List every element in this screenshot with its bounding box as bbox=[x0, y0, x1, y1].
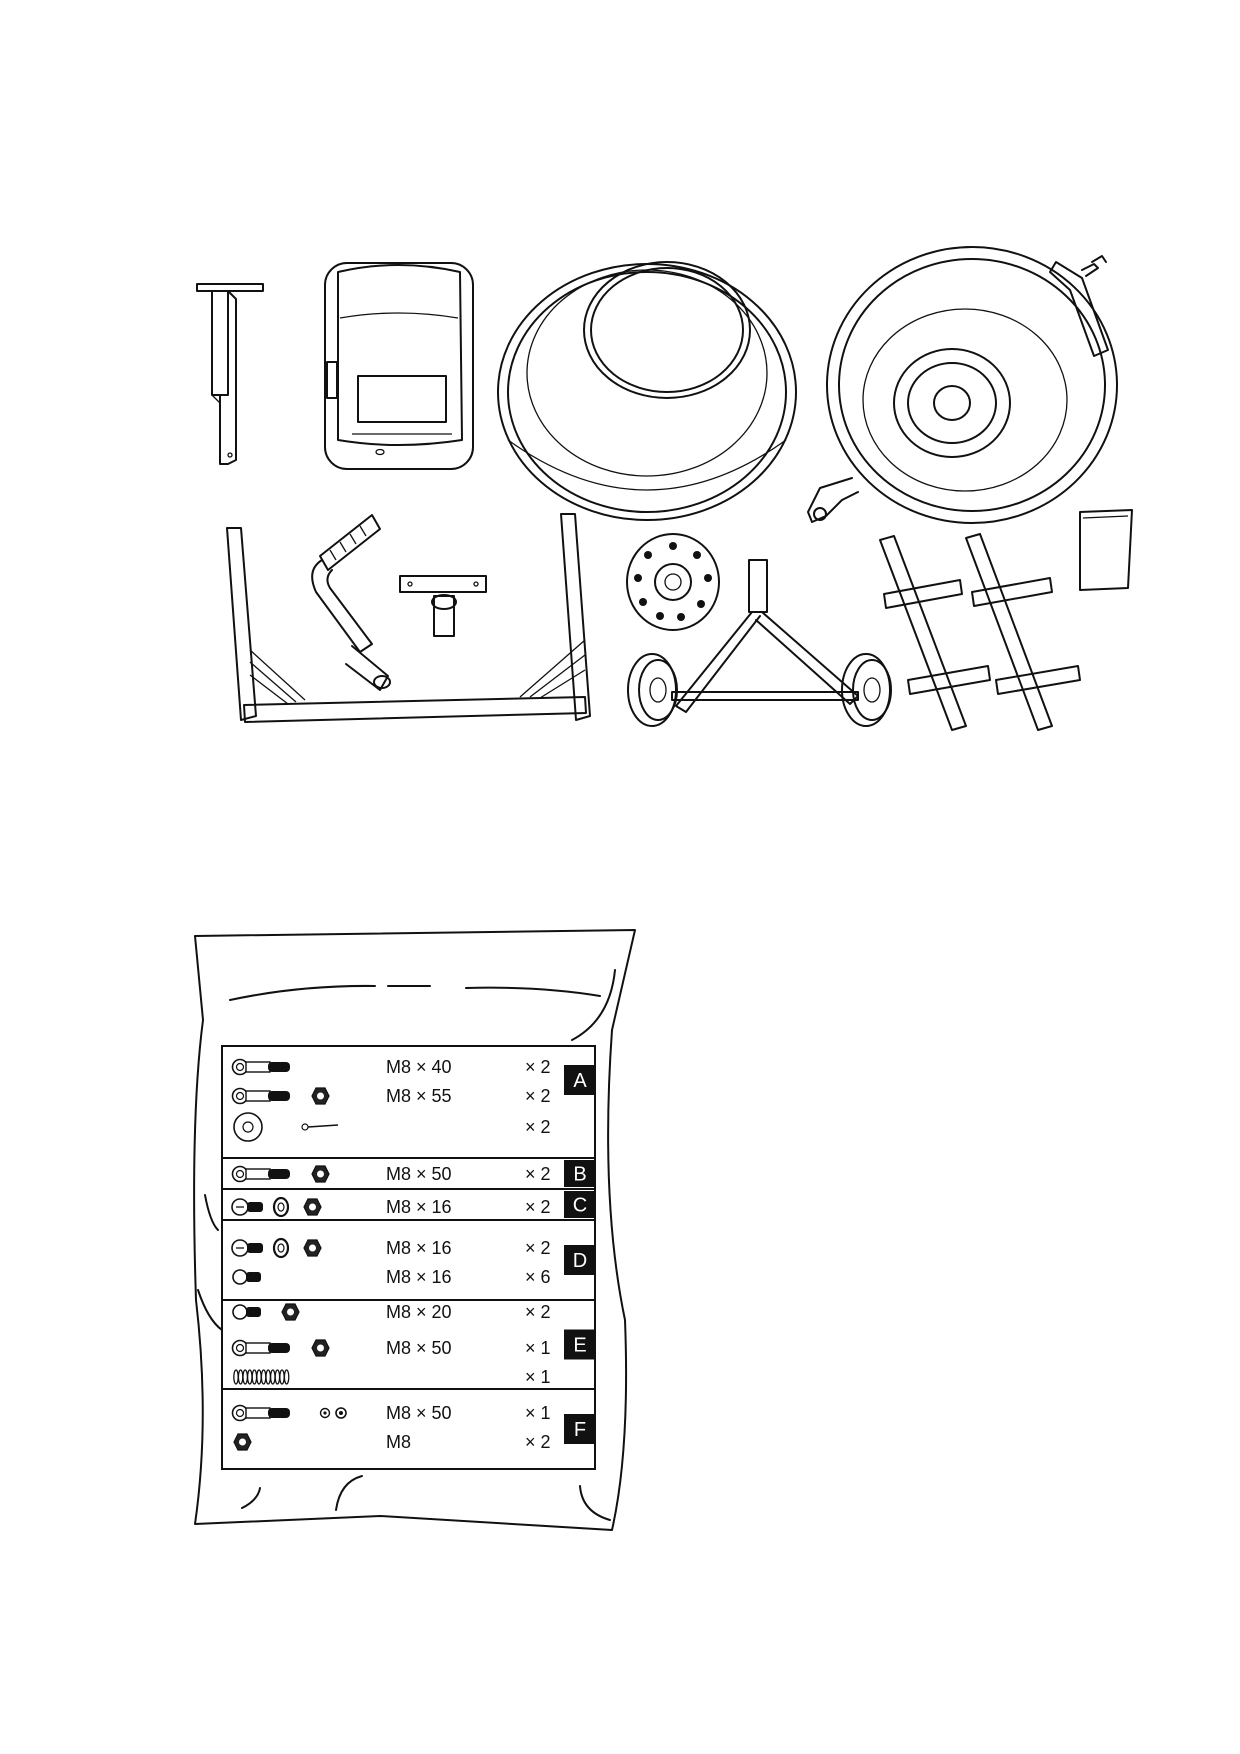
hardware-quantity: × 2 bbox=[525, 1086, 551, 1106]
bolt-long-icon bbox=[231, 1165, 290, 1183]
table-frame bbox=[221, 1045, 596, 1470]
bolt-long-icon bbox=[231, 1339, 290, 1357]
hardware-group-d: D M8 × 16 × 2 M8 × 16 × 6 bbox=[222, 1219, 596, 1287]
bolt-stub-icon bbox=[232, 1269, 261, 1285]
group-letter-box bbox=[564, 1245, 596, 1275]
upright-post bbox=[196, 283, 264, 465]
cotter-pin-icon bbox=[301, 1123, 339, 1131]
hardware-group-e: E M8 × 20 × 2 M8 × 50 × 1 × 1 bbox=[222, 1299, 596, 1387]
group-letter: E bbox=[573, 1335, 586, 1357]
nut-icon bbox=[303, 1239, 322, 1257]
crank-handle bbox=[311, 514, 391, 691]
group-letter: D bbox=[573, 1250, 587, 1272]
hardware-bag-small bbox=[1079, 509, 1133, 591]
hardware-quantity: × 1 bbox=[525, 1403, 551, 1423]
group-letter: C bbox=[573, 1195, 587, 1217]
hardware-quantity: × 6 bbox=[525, 1267, 551, 1287]
hardware-group-a: A M8 × 40 × 2 M8 × 55 × 2 × 2 bbox=[231, 1057, 596, 1142]
bolt-short-icon bbox=[231, 1239, 263, 1257]
nut-icon bbox=[233, 1433, 252, 1451]
group-letter: A bbox=[573, 1070, 587, 1092]
table-row: M8 × 16 × 2 bbox=[231, 1196, 551, 1218]
hardware-quantity: × 2 bbox=[525, 1057, 551, 1077]
hardware-spec: M8 × 40 bbox=[386, 1057, 452, 1077]
nut-icon bbox=[281, 1303, 300, 1321]
bolt-short-icon bbox=[231, 1198, 263, 1216]
hardware-spec: M8 bbox=[386, 1432, 411, 1452]
hardware-quantity: × 1 bbox=[525, 1367, 551, 1387]
table-row: M8 × 55 × 2 bbox=[231, 1086, 551, 1106]
table-row: M8 × 40 × 2 bbox=[231, 1057, 551, 1077]
hardware-spec: M8 × 20 bbox=[386, 1302, 452, 1322]
drum-upper bbox=[497, 261, 797, 521]
hardware-spec: M8 × 50 bbox=[386, 1403, 452, 1423]
hardware-spec: M8 × 55 bbox=[386, 1086, 452, 1106]
motor-housing bbox=[324, 262, 474, 470]
group-letter-box bbox=[564, 1065, 596, 1095]
table-row: M8 × 50 × 1 bbox=[231, 1403, 551, 1423]
bolt-long-icon bbox=[231, 1087, 290, 1105]
hardware-spec: M8 × 16 bbox=[386, 1197, 452, 1217]
flange-plate bbox=[626, 533, 720, 631]
hardware-quantity: × 2 bbox=[525, 1164, 551, 1184]
table-row: M8 × 16 × 6 bbox=[232, 1267, 551, 1287]
table-row: × 2 bbox=[233, 1112, 551, 1142]
table-row: M8 × 2 bbox=[233, 1432, 551, 1452]
hardware-spec: M8 × 16 bbox=[386, 1238, 452, 1258]
group-letter-box bbox=[564, 1191, 596, 1218]
main-frame bbox=[226, 513, 591, 723]
group-letter: F bbox=[574, 1419, 586, 1441]
washer-large-icon bbox=[233, 1112, 263, 1142]
nut-icon bbox=[303, 1198, 322, 1216]
hardware-quantity: × 2 bbox=[525, 1302, 551, 1322]
bolt-stub-icon bbox=[232, 1304, 261, 1320]
nut-icon bbox=[311, 1339, 330, 1357]
hardware-group-c: C M8 × 16 × 2 bbox=[222, 1188, 596, 1218]
washer-icon bbox=[272, 1237, 290, 1259]
table-row: M8 × 20 × 2 bbox=[232, 1302, 551, 1322]
hardware-spec: M8 × 50 bbox=[386, 1338, 452, 1358]
hardware-quantity: × 2 bbox=[525, 1238, 551, 1258]
parts-illustration bbox=[196, 246, 1133, 731]
hardware-group-f: F M8 × 50 × 1 M8 × 2 bbox=[222, 1388, 596, 1452]
hardware-spec: M8 × 50 bbox=[386, 1164, 452, 1184]
group-letter-box bbox=[564, 1160, 596, 1187]
group-letter-box bbox=[564, 1329, 596, 1360]
table-row: M8 × 50 × 2 bbox=[231, 1164, 551, 1184]
group-letter: B bbox=[573, 1164, 586, 1186]
bolt-long-icon bbox=[231, 1404, 290, 1422]
nut-icon bbox=[311, 1087, 330, 1105]
nut-icon bbox=[311, 1165, 330, 1183]
group-letter-box bbox=[564, 1414, 596, 1444]
mount-bracket bbox=[399, 575, 487, 637]
table-row: M8 × 50 × 1 bbox=[231, 1338, 551, 1358]
hardware-quantity: × 2 bbox=[525, 1117, 551, 1137]
washer-icon bbox=[272, 1196, 290, 1218]
hardware-quantity: × 2 bbox=[525, 1432, 551, 1452]
legs bbox=[879, 533, 1081, 731]
hardware-spec: M8 × 16 bbox=[386, 1267, 452, 1287]
hardware-quantity: × 1 bbox=[525, 1338, 551, 1358]
wheel-stand bbox=[627, 559, 892, 727]
drum-lower bbox=[807, 246, 1118, 524]
table-row: × 1 bbox=[233, 1367, 551, 1387]
hardware-group-b: B M8 × 50 × 2 bbox=[222, 1157, 596, 1187]
bolt-long-icon bbox=[231, 1058, 290, 1076]
table-row: M8 × 16 × 2 bbox=[231, 1237, 551, 1259]
small-washers-icon bbox=[319, 1407, 347, 1419]
hardware-quantity: × 2 bbox=[525, 1197, 551, 1217]
spring-icon bbox=[233, 1369, 290, 1385]
